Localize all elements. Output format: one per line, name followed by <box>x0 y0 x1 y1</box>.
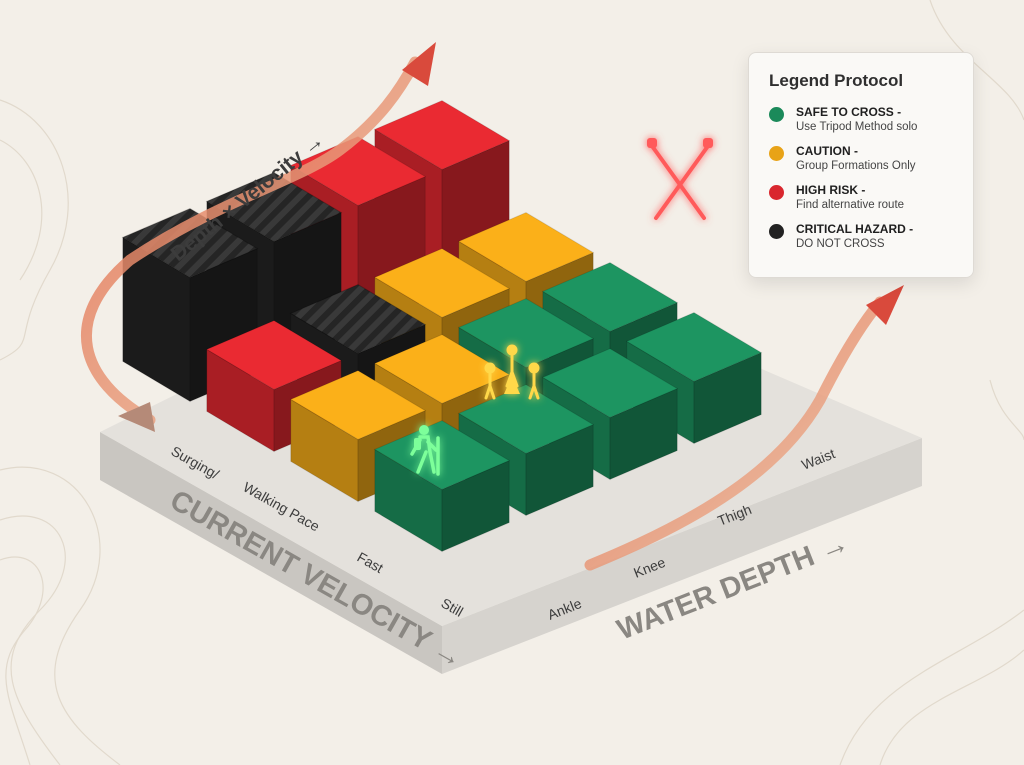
cube-top-face <box>457 384 595 454</box>
risk-cube-safe <box>373 420 511 553</box>
hiker-group-icon <box>484 344 540 400</box>
legend-dot-high-risk <box>769 185 784 200</box>
cube-hazard-stripes <box>205 172 343 242</box>
legend-item-label: CAUTION - <box>796 144 858 158</box>
risk-cubes <box>121 100 763 553</box>
legend-dot-safe <box>769 107 784 122</box>
legend-panel: Legend Protocol SAFE TO CROSS - Use Trip… <box>748 52 974 278</box>
axis-arrow-depth-velocity <box>80 42 436 432</box>
cube-top-face <box>373 420 511 490</box>
legend-item-desc: Use Tripod Method solo <box>796 121 918 133</box>
cube-top-face <box>541 348 679 418</box>
cube-top-face <box>373 248 511 318</box>
legend-item-label: HIGH RISK - <box>796 183 866 197</box>
legend-item-label: SAFE TO CROSS - <box>796 105 902 119</box>
cube-top-face <box>205 320 343 390</box>
cube-top-face <box>625 312 763 382</box>
axis-arrow-water-depth <box>584 285 904 571</box>
cube-top-face <box>373 100 511 170</box>
cube-top-face <box>457 298 595 368</box>
legend-item-critical: CRITICAL HAZARD - DO NOT CROSS <box>769 222 957 252</box>
legend-item-label: CRITICAL HAZARD - <box>796 222 914 236</box>
cube-hazard-stripes <box>289 284 427 354</box>
legend-dot-critical <box>769 224 784 239</box>
cube-top-face <box>541 262 679 332</box>
legend-title: Legend Protocol <box>769 71 904 90</box>
legend-item-desc: DO NOT CROSS <box>796 238 885 250</box>
legend-item-safe: SAFE TO CROSS - Use Tripod Method solo <box>769 105 957 135</box>
crossed-poles-icon <box>647 138 713 220</box>
hiker-icon <box>410 425 440 476</box>
legend-dot-caution <box>769 146 784 161</box>
cube-top-face <box>457 212 595 282</box>
legend-item-desc: Group Formations Only <box>796 160 916 172</box>
legend-item-high-risk: HIGH RISK - Find alternative route <box>769 183 957 213</box>
legend-item-caution: CAUTION - Group Formations Only <box>769 144 957 174</box>
cube-top-face <box>289 370 427 440</box>
legend-item-desc: Find alternative route <box>796 199 905 211</box>
cube-top-face <box>373 334 511 404</box>
